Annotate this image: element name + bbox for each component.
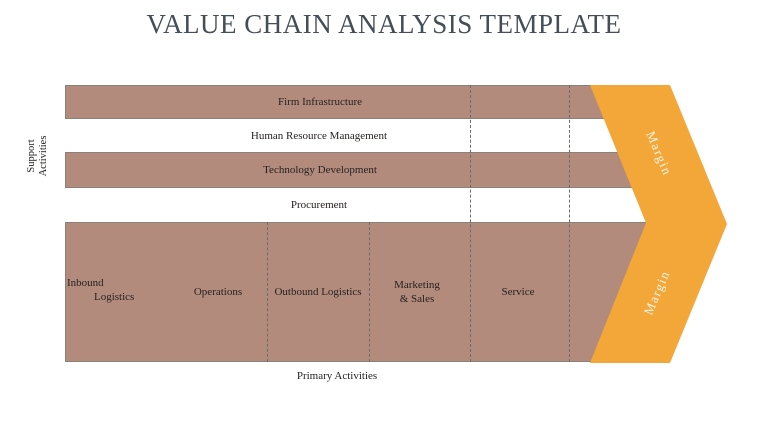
inbound-line1: Inbound (67, 277, 104, 289)
primary-section-outbound-logistics[interactable]: Outbound Logistics (274, 286, 362, 298)
primary-section-inbound-logistics[interactable]: Inbound Logistics (67, 276, 134, 304)
support-axis-line2: Activities (38, 135, 49, 177)
primary-section-service[interactable]: Service (501, 286, 535, 298)
primary-activities-axis-label: Primary Activities (296, 370, 378, 382)
page-title: VALUE CHAIN ANALYSIS TEMPLATE (146, 9, 622, 39)
support-row-firm-infrastructure[interactable]: Firm Infrastructure (65, 85, 658, 119)
primary-activities-block[interactable] (65, 222, 658, 362)
dashed-separator-2 (369, 222, 370, 362)
primary-section-operations[interactable]: Operations (193, 286, 243, 298)
support-row-label: Firm Infrastructure (278, 96, 362, 108)
marketing-line1: Marketing (394, 279, 440, 291)
support-row-procurement[interactable]: Procurement (65, 188, 658, 222)
dashed-separator-4 (569, 85, 570, 362)
support-row-label: Technology Development (263, 164, 377, 176)
support-row-label: Human Resource Management (250, 129, 388, 142)
support-row-label: Procurement (290, 199, 348, 211)
support-row-human-resource-management[interactable]: Human Resource Management (65, 119, 658, 152)
inbound-line2: Logistics (94, 291, 135, 303)
dashed-separator-1 (267, 222, 268, 362)
support-axis-line1: Support (26, 139, 37, 173)
dashed-separator-3 (470, 85, 471, 362)
marketing-line2: & Sales (399, 293, 435, 305)
primary-section-marketing-sales[interactable]: Marketing & Sales (394, 278, 440, 306)
support-activities-axis-label: Support Activities (18, 121, 58, 191)
